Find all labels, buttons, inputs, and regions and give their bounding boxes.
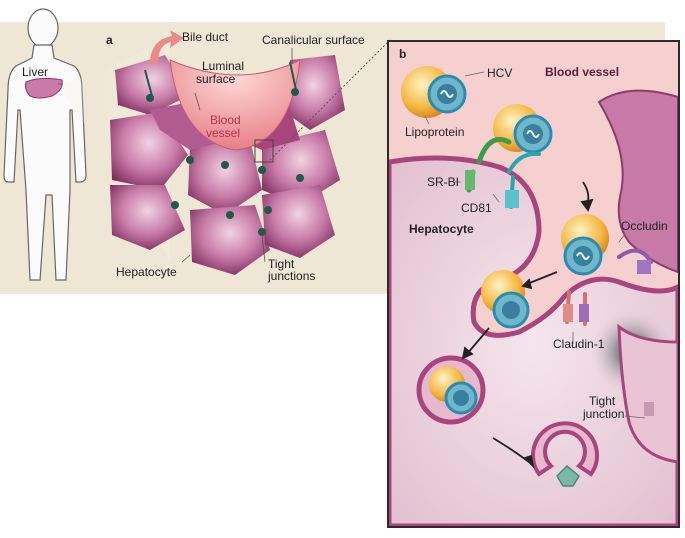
entry-arrows — [461, 181, 594, 469]
liver-icon — [25, 77, 63, 99]
occludin-receptor — [617, 248, 653, 264]
tight-junctions-label-line1: Tight — [268, 257, 295, 271]
lipoprotein-label: Lipoprotein — [405, 125, 465, 139]
endosome-1 — [416, 355, 486, 425]
occludin-label: Occludin — [621, 219, 668, 233]
blood-vessel-label-b: Blood vessel — [545, 65, 620, 79]
claudin-1-label: Claudin-1 — [553, 337, 605, 351]
hcv-lipoprotein-2 — [493, 104, 553, 154]
canalicular-surface-label: Canalicular surface — [262, 33, 365, 47]
tight-junction-label-line1: Tight — [589, 394, 616, 408]
bile-duct-label: Bile duct — [182, 30, 229, 44]
tight-junction-dots — [146, 88, 304, 236]
cd81-label: CD81 — [461, 201, 492, 215]
blood-vessel-label-line2: vessel — [206, 126, 241, 140]
sr-bi-label: SR-BI — [427, 175, 460, 189]
tight-junctions-label-line2: junctions — [268, 269, 316, 283]
luminal-surface-label-line2: surface — [196, 72, 236, 86]
hcv-label: HCV — [487, 66, 513, 80]
panel-b-illustration — [389, 42, 678, 526]
blood-vessel — [169, 59, 301, 151]
bile-duct-arrow — [150, 30, 184, 64]
hepatocyte-label-a: Hepatocyte — [116, 265, 177, 279]
hepatocyte-cluster — [110, 55, 345, 275]
hcv-lipoprotein-4 — [481, 270, 530, 329]
panel-a-letter: a — [106, 33, 113, 47]
hcv-lipoprotein-1 — [401, 66, 467, 118]
human-body-outline — [3, 8, 87, 281]
panel-b: b HCV Blood vessel Lipoprotein SR-BI CD8… — [387, 40, 680, 528]
hepatocyte-membrane — [389, 155, 678, 526]
hcv-lipoprotein-3 — [561, 214, 609, 276]
right-hepatocyte — [597, 89, 678, 274]
luminal-surface-label-line1: Luminal — [202, 59, 245, 73]
tight-junction-label-line2: junction — [583, 407, 625, 421]
endosome-2 — [531, 421, 599, 487]
panel-b-letter: b — [399, 47, 407, 61]
hepatocyte-label-b: Hepatocyte — [409, 222, 474, 236]
blood-vessel-label-line1: Blood — [210, 113, 241, 127]
liver-label: Liver — [22, 65, 49, 79]
